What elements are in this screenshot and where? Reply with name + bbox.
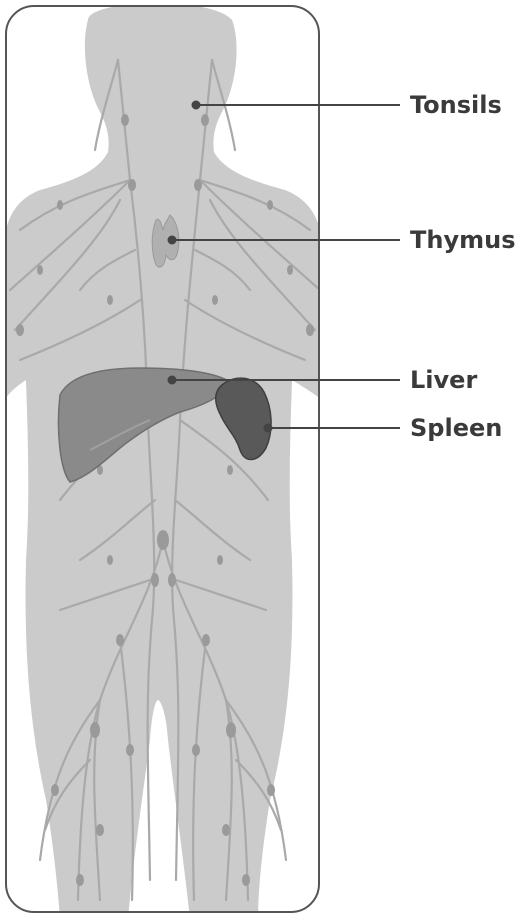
- body-silhouette: [0, 3, 328, 916]
- thymus-label: Thymus: [410, 226, 515, 254]
- body-shape: [4, 3, 322, 916]
- spleen-label: Spleen: [410, 414, 502, 442]
- tonsils-label: Tonsils: [410, 91, 502, 119]
- liver-leader-dot: [169, 377, 176, 384]
- liver-label: Liver: [410, 366, 477, 394]
- spleen-leader-dot: [265, 425, 272, 432]
- thymus-leader-dot: [169, 237, 176, 244]
- tonsils-leader-dot: [193, 102, 200, 109]
